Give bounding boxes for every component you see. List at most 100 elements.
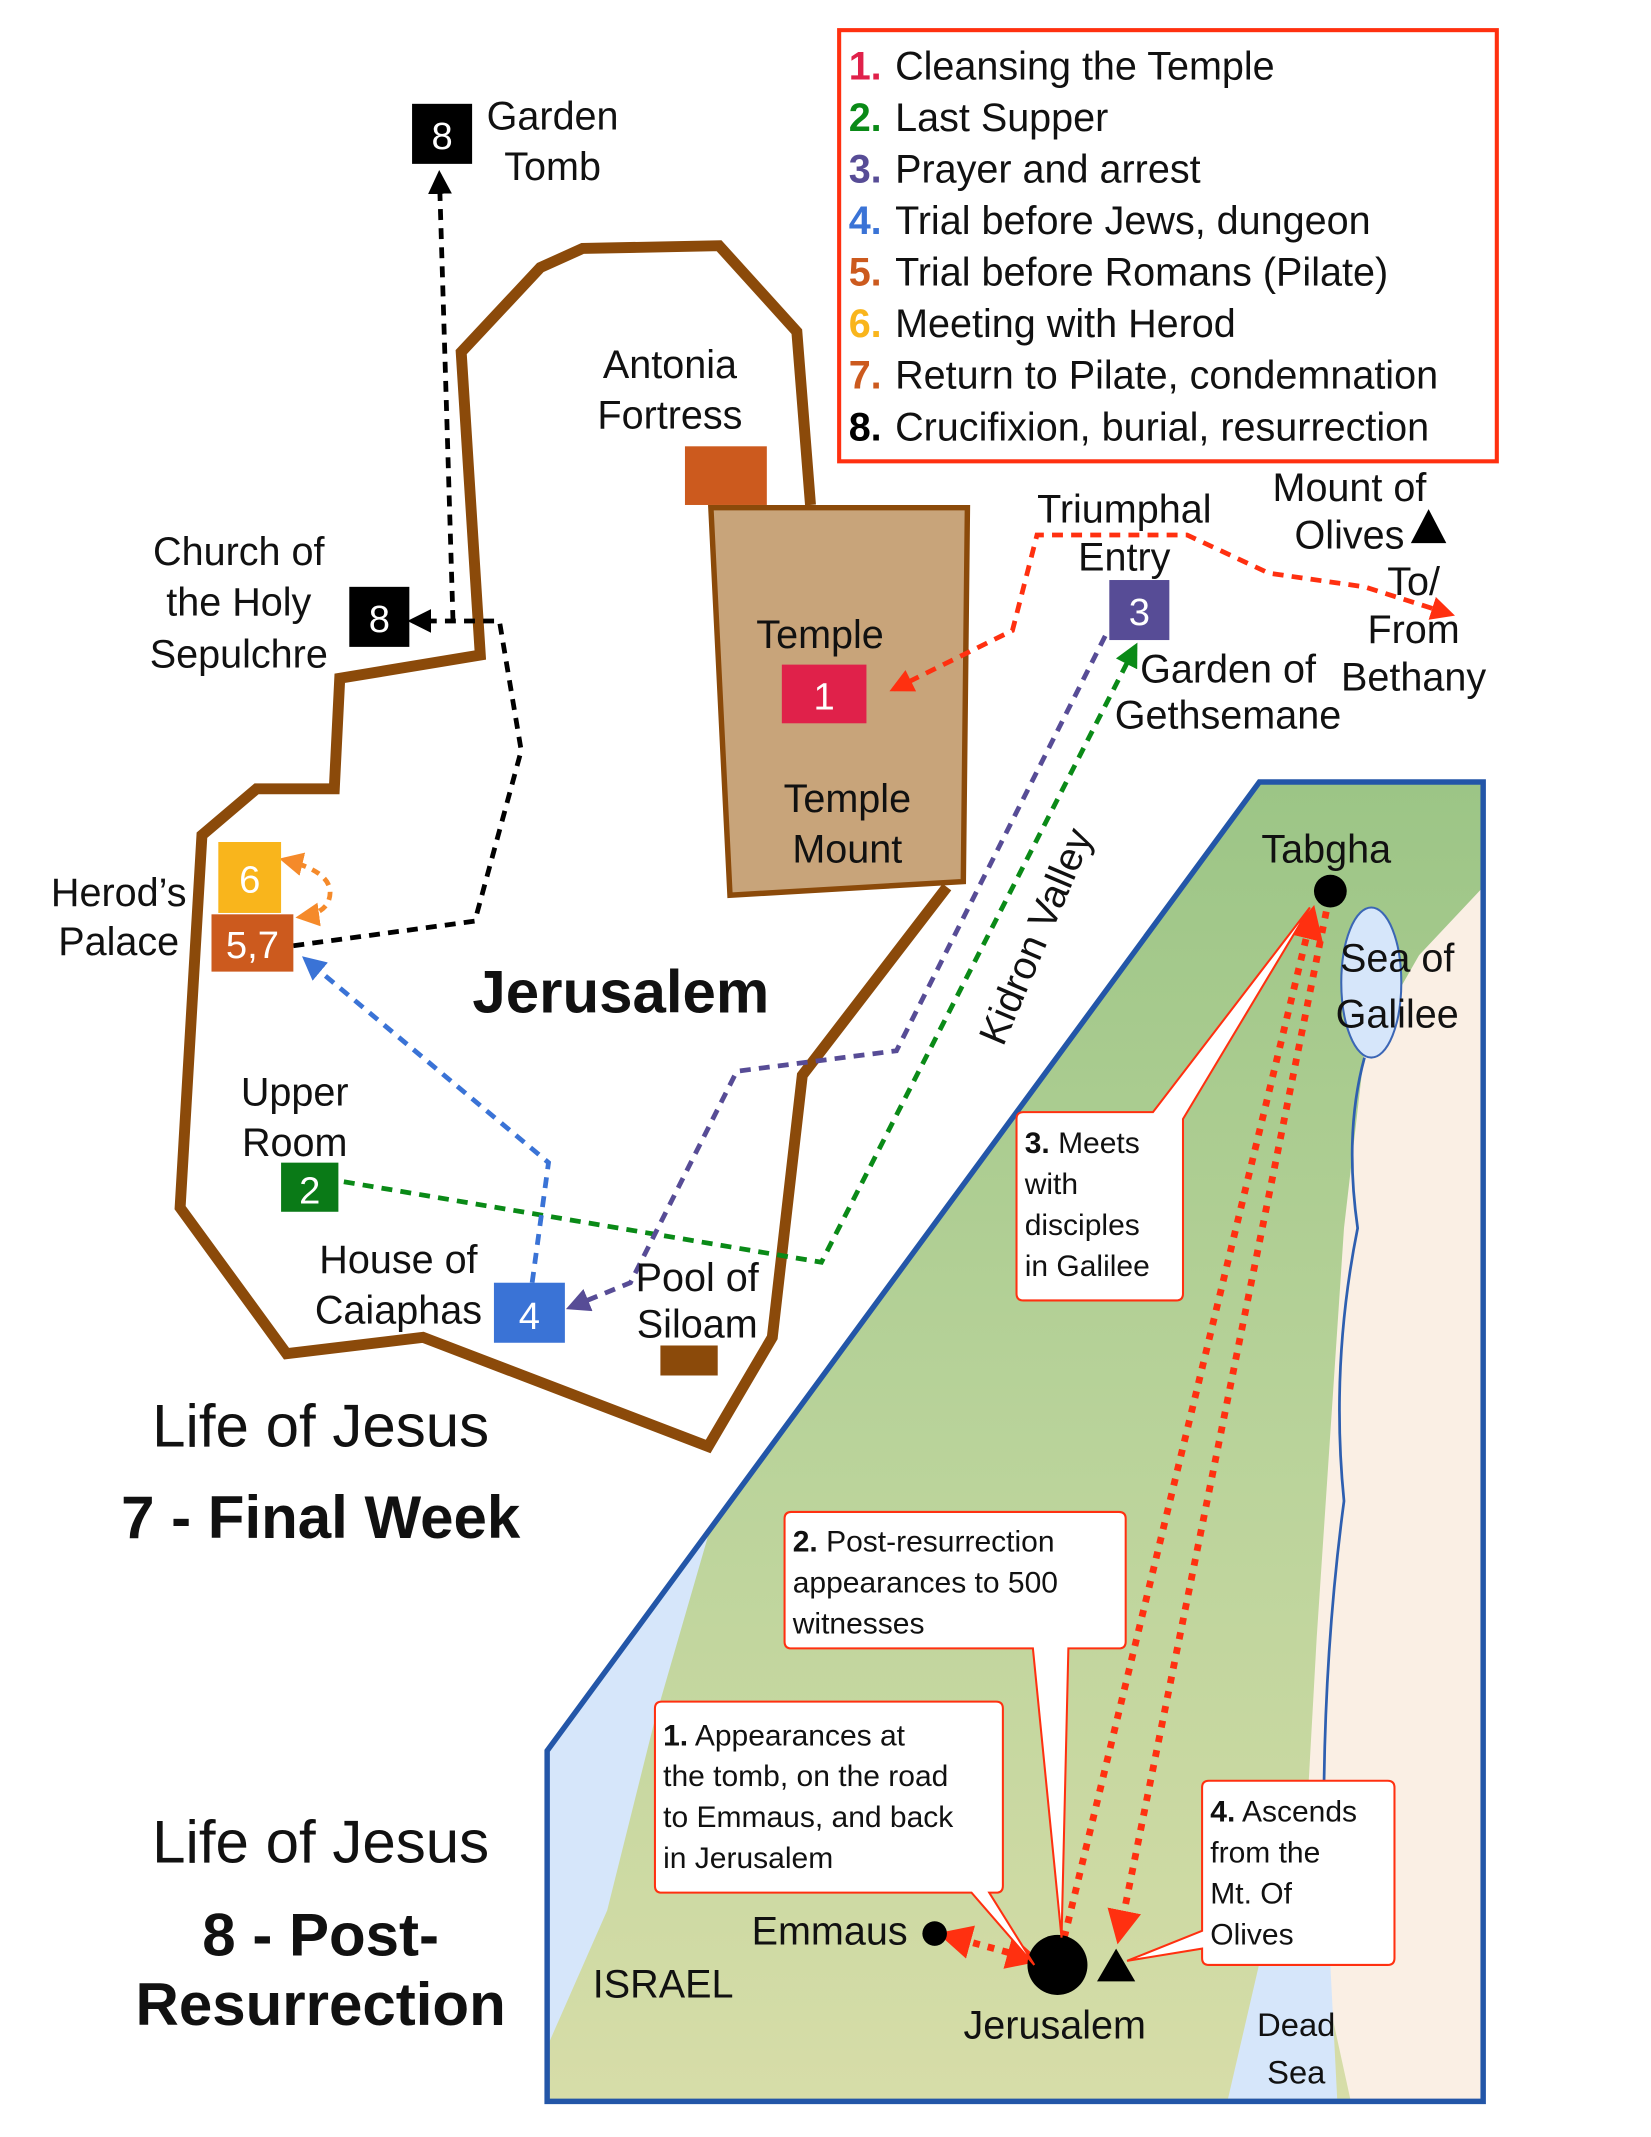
marker-1-box bbox=[781, 664, 867, 724]
legend-item-3: 3. Prayer and arrest bbox=[849, 147, 1201, 191]
legend-text: Crucifixion, burial, resurrection bbox=[895, 405, 1429, 449]
siloam-label-1: Pool of bbox=[636, 1256, 760, 1300]
dead-sea-label-1: Dead bbox=[1257, 2006, 1335, 2043]
svg-text:in Jerusalem: in Jerusalem bbox=[663, 1842, 833, 1875]
herods-palace-label-1: Herod’s bbox=[51, 871, 187, 915]
bethany-label-3: Bethany bbox=[1341, 656, 1486, 700]
route-herod bbox=[279, 852, 333, 927]
marker-2-box bbox=[281, 1162, 339, 1212]
herods-palace-label-2: Palace bbox=[58, 920, 179, 964]
legend-text: Prayer and arrest bbox=[895, 147, 1201, 191]
upper-room-label-1: Upper bbox=[241, 1070, 349, 1114]
tabgha-dot bbox=[1313, 874, 1347, 908]
jerusalem-title: Jerusalem bbox=[472, 959, 769, 1026]
route-from-galilee bbox=[1107, 910, 1330, 1945]
legend-number: 8. bbox=[849, 405, 882, 449]
dead-sea-label-2: Sea bbox=[1267, 2054, 1326, 2091]
title-7-line-1: Life of Jesus bbox=[152, 1392, 489, 1459]
map-border bbox=[544, 779, 1486, 2105]
marker-1: 1 bbox=[814, 676, 835, 719]
olives-label-2: Olives bbox=[1295, 514, 1405, 558]
legend-number: 3. bbox=[849, 147, 882, 191]
legend-number: 7. bbox=[849, 354, 882, 398]
legend-item-8: 8. Crucifixion, burial, resurrection bbox=[849, 405, 1429, 449]
temple-mount-label-1: Temple bbox=[784, 777, 911, 821]
upper-room-label-2: Room bbox=[242, 1121, 347, 1165]
title-7-line-2: 7 - Final Week bbox=[121, 1484, 521, 1551]
legend-number: 4. bbox=[849, 199, 882, 243]
gethsemane-label-2: Gethsemane bbox=[1115, 694, 1341, 738]
triumphal-entry-label-1: Triumphal bbox=[1037, 488, 1211, 532]
legend-item-4: 4.Trial before Jews, dungeon bbox=[849, 199, 1371, 243]
marker-4: 4 bbox=[519, 1295, 540, 1338]
title-8-line-1: Life of Jesus bbox=[152, 1809, 489, 1876]
legend-item-6: 6.Meeting with Herod bbox=[849, 302, 1236, 346]
svg-text:disciples: disciples bbox=[1025, 1209, 1140, 1242]
marker-8-sepulchre-box bbox=[349, 586, 410, 647]
legend-item-2: 2.Last Supper bbox=[849, 96, 1109, 140]
marker-6: 6 bbox=[239, 858, 260, 901]
svg-text:to Emmaus, and back: to Emmaus, and back bbox=[663, 1801, 954, 1834]
marker-3-box bbox=[1109, 580, 1170, 641]
legend-item-5: 5. Trial before Romans (Pilate) bbox=[849, 251, 1388, 295]
marker-2: 2 bbox=[299, 1170, 320, 1213]
marker-3: 3 bbox=[1129, 591, 1150, 634]
garden-tomb-label-2: Tomb bbox=[504, 145, 601, 189]
emmaus-label: Emmaus bbox=[752, 1909, 908, 1953]
svg-text:in Galilee: in Galilee bbox=[1025, 1250, 1150, 1283]
legend-number: 5. bbox=[849, 251, 882, 295]
svg-text:3. Meets: 3. Meets bbox=[1025, 1127, 1140, 1160]
svg-text:the tomb, on the road: the tomb, on the road bbox=[663, 1760, 948, 1793]
caiaphas-label-1: House of bbox=[319, 1238, 478, 1282]
tabgha-label: Tabgha bbox=[1261, 827, 1391, 871]
route-crucifixion bbox=[293, 609, 524, 949]
legend-text: Last Supper bbox=[895, 96, 1108, 140]
antonia-label-1: Antonia bbox=[603, 343, 737, 387]
garden-tomb-label-1: Garden bbox=[487, 95, 619, 139]
svg-text:Mt. Of: Mt. Of bbox=[1210, 1878, 1292, 1911]
marker-6-box bbox=[218, 841, 282, 913]
svg-text:witnesses: witnesses bbox=[792, 1607, 925, 1640]
title-8-line-2: 8 - Post- bbox=[202, 1901, 439, 1968]
mediterranean-sea bbox=[547, 1531, 710, 2047]
legend-text: Trial before Romans (Pilate) bbox=[895, 251, 1388, 295]
legend-item-1: 1.Cleansing the Temple bbox=[849, 44, 1275, 88]
callout-3: 3. Meets with disciples in Galilee bbox=[1015, 906, 1311, 1302]
route-last-supper bbox=[343, 642, 1138, 1265]
legend-box bbox=[837, 28, 1499, 464]
jerusalem-dot bbox=[1027, 1934, 1088, 1995]
callout-1: 1. Appearances at the tomb, on the road … bbox=[653, 1700, 1036, 1966]
dead-sea bbox=[1228, 1946, 1338, 2099]
route-to-garden-tomb bbox=[428, 170, 456, 622]
sea-of-galilee bbox=[1340, 906, 1403, 1059]
svg-text:with: with bbox=[1024, 1168, 1078, 1201]
city-wall bbox=[174, 240, 952, 1454]
svg-text:from the: from the bbox=[1210, 1837, 1320, 1870]
title-8-line-3: Resurrection bbox=[136, 1971, 506, 2038]
sepulchre-label-2: the Holy bbox=[166, 580, 311, 624]
gethsemane-label-1: Garden of bbox=[1140, 647, 1317, 691]
mount-of-olives-icon bbox=[1410, 509, 1447, 544]
bethany-label-2: From bbox=[1367, 608, 1459, 652]
svg-text:1. Appearances at: 1. Appearances at bbox=[663, 1719, 906, 1752]
callout-2: 2. Post-resurrection appearances to 500 … bbox=[783, 1510, 1127, 1938]
svg-text:Olives: Olives bbox=[1210, 1918, 1293, 1951]
siloam-label-2: Siloam bbox=[637, 1302, 758, 1346]
emmaus-dot bbox=[922, 1921, 947, 1946]
antonia-label-2: Fortress bbox=[597, 394, 742, 438]
galilee-label-2: Galilee bbox=[1336, 993, 1459, 1037]
olives-label-1: Mount of bbox=[1273, 466, 1428, 510]
legend: 1.Cleansing the Temple 2.Last Supper 3. Pra… bbox=[837, 28, 1499, 464]
jerusalem-map-label: Jerusalem bbox=[964, 2004, 1146, 2048]
marker-5-7: 5,7 bbox=[226, 924, 279, 967]
svg-text:2. Post-resurrection: 2. Post-resurrection bbox=[793, 1526, 1055, 1559]
marker-8-sepulchre: 8 bbox=[369, 598, 390, 641]
route-triumphal-entry bbox=[889, 532, 1455, 692]
region-map: Tabgha Sea of Galilee Emmaus Jerusalem I… bbox=[544, 779, 1486, 2105]
galilee-label-1: Sea of bbox=[1340, 937, 1455, 981]
temple-mount-label-2: Mount bbox=[792, 827, 902, 871]
mount-of-olives-triangle-icon bbox=[1097, 1948, 1136, 1982]
marker-8-tomb: 8 bbox=[431, 115, 452, 158]
legend-number: 1. bbox=[849, 44, 882, 88]
legend-number: 6. bbox=[849, 302, 882, 346]
